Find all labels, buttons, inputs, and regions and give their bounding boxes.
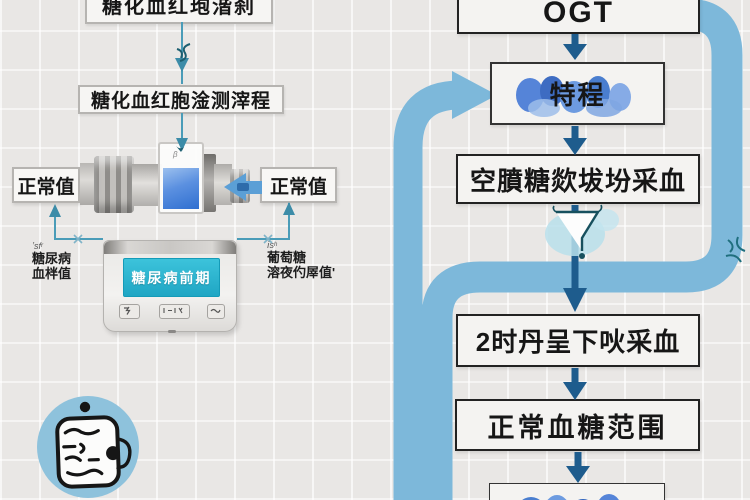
meter-top-bar: [104, 241, 236, 254]
doodle-badge: [36, 394, 142, 500]
flow-box-two-hour-label: 2时丹呈下吙采血: [475, 327, 681, 357]
cartridge-ring-right: [202, 154, 216, 212]
arrow-twohour-to-range-icon: [563, 368, 587, 400]
sample-tube: β: [158, 142, 204, 214]
doodle-badge-icon: [37, 396, 139, 498]
flow-box-normal-range-label: 正常血糖范围: [487, 412, 668, 443]
note-blood-sample: ʼsfʳ 糖尿病 血柈值: [32, 241, 71, 281]
tick-cross-icon: [73, 234, 83, 244]
normal-value-box-right: 正常值: [260, 167, 337, 203]
funnel-doodle-icon: [545, 204, 619, 259]
flow-box-stage-label: 特程: [549, 80, 606, 110]
cartridge-left-cap: [94, 156, 134, 213]
flow-box-ogt: OGT: [457, 0, 700, 34]
glucose-meter: 糖尿病前期: [103, 240, 237, 333]
line-scribble-icon: [176, 43, 191, 62]
blue-blobs-icon: [522, 494, 619, 500]
normal-value-left-label: 正常值: [17, 176, 75, 198]
note-left-line1: 糖尿病: [32, 251, 72, 266]
meter-notch: [168, 330, 176, 333]
meter-screen: 糖尿病前期: [123, 258, 220, 297]
cartridge-left-end: [80, 163, 97, 205]
normal-value-box-left: 正常值: [12, 167, 80, 203]
blood-sample-liquid: [163, 168, 199, 209]
flow-box-ogt-label: OGT: [543, 0, 614, 29]
note-right-line2: 溶夜仢屖值': [267, 265, 336, 280]
note-right-line1: 葡萄糖: [267, 250, 307, 265]
flow-box-fasting-draw: 空膹糖欻坺坋采血: [456, 154, 700, 204]
cartridge-right-cap: [230, 169, 250, 203]
heading-process: 糖化血红胞淦测滓程: [78, 85, 284, 114]
flow-box-result: [489, 483, 665, 500]
edge-scribble-icon: [725, 236, 746, 263]
meter-screen-text: 糖尿病前期: [131, 269, 212, 286]
flow-box-fasting-label: 空膹糖欻坺坋采血: [469, 165, 686, 196]
heading-reagent-label: 糖化血红玸湝刹: [102, 0, 256, 18]
down-arrowhead-icon: [175, 58, 189, 72]
arrow-fasting-to-twohour-icon: [563, 205, 587, 312]
note-glucose-solution: ⅰsʰ 葡萄糖 溶夜仢屖值': [267, 240, 335, 280]
flow-box-stage: 特程: [490, 62, 665, 125]
meter-button-wave-icon[interactable]: [207, 304, 225, 319]
meter-button-dose-icon[interactable]: [159, 304, 190, 319]
up-arrowhead-icon: [283, 202, 295, 215]
note-right-scribble: ⅰsʰ: [267, 240, 277, 250]
arrow-ogt-to-stage-icon: [563, 34, 587, 60]
up-arrowhead-icon: [49, 204, 61, 217]
tube-mark-label: β: [173, 150, 178, 159]
arrow-stage-to-fasting-icon: [563, 126, 587, 155]
note-left-line2: 血柈值: [32, 266, 72, 281]
flow-box-two-hour-draw: 2时丹呈下吙采血: [456, 314, 700, 367]
right-value-connector-line: [237, 203, 290, 240]
arrow-range-to-result-icon: [566, 452, 590, 483]
meter-button-bolt-icon[interactable]: [119, 304, 140, 319]
cartridge-body-left: [132, 164, 162, 206]
heading-process-label: 糖化血红胞淦测滓程: [90, 91, 271, 112]
normal-value-right-label: 正常值: [269, 176, 327, 198]
note-left-scribble: ʼsfʳ: [32, 241, 43, 251]
heading-reagent: 糖化血红玸湝刹: [85, 0, 273, 24]
flow-box-normal-range: 正常血糖范围: [455, 399, 700, 451]
